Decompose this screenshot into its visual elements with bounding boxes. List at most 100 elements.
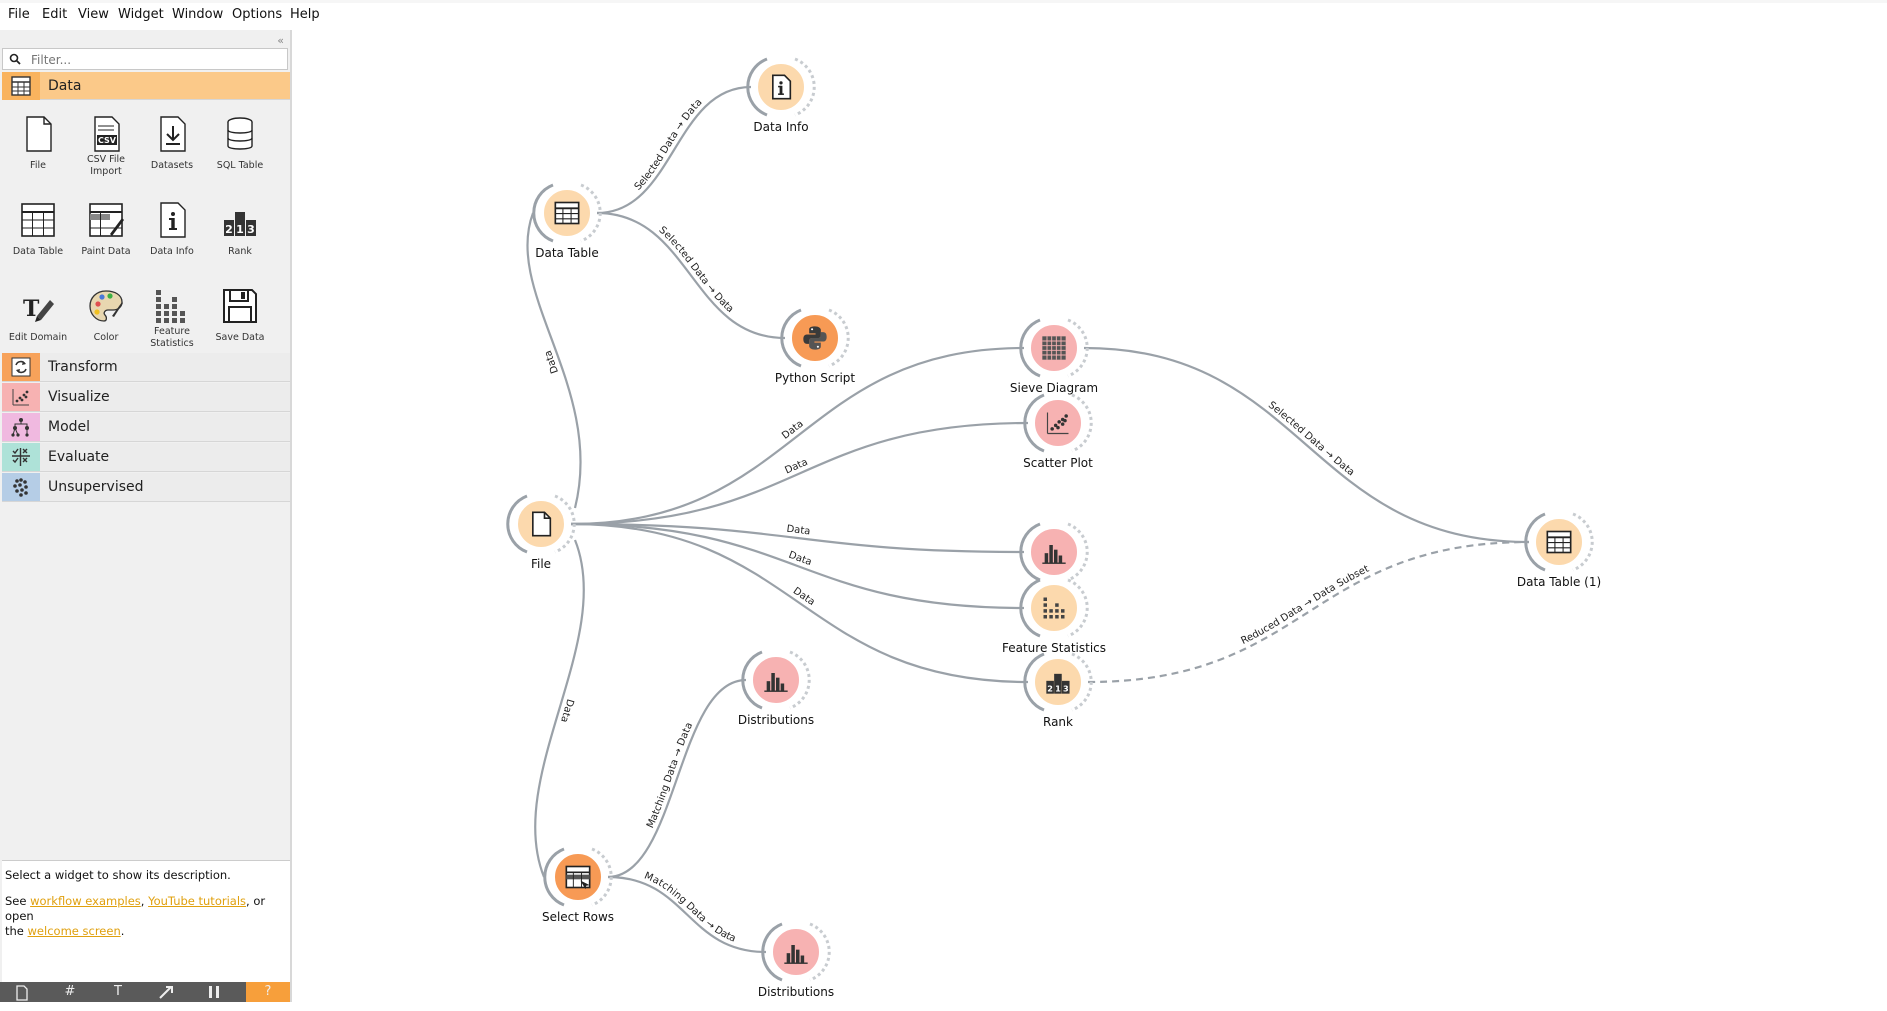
widget-color[interactable]: Color: [72, 282, 140, 366]
category-evaluate[interactable]: Evaluate: [2, 443, 290, 472]
menu-window[interactable]: Window: [172, 7, 224, 22]
category-visualize[interactable]: Visualize: [2, 383, 290, 412]
menu-view[interactable]: View: [78, 7, 109, 22]
link-file-to-feature-statistics[interactable]: [570, 522, 1025, 610]
link-file-to-data-table[interactable]: [526, 212, 582, 509]
link-data-table-to-data-info[interactable]: [596, 85, 752, 215]
output-anchor[interactable]: [789, 650, 811, 710]
category-data[interactable]: Data: [2, 72, 290, 100]
output-anchor[interactable]: [1067, 318, 1089, 378]
input-anchor[interactable]: [532, 183, 554, 243]
node-label[interactable]: Rank: [1043, 715, 1073, 729]
node-rank[interactable]: Rank: [1023, 652, 1093, 729]
node-sieve-diagram[interactable]: Sieve Diagram: [1010, 318, 1098, 395]
widget-file[interactable]: File: [4, 110, 72, 194]
widget-save-data[interactable]: Save Data: [206, 282, 274, 366]
info-tool-icon[interactable]: [2, 982, 42, 1002]
menu-file[interactable]: File: [8, 7, 30, 22]
link-select-rows-to-distributions-1[interactable]: [607, 678, 747, 879]
input-anchor[interactable]: [780, 308, 802, 368]
output-anchor[interactable]: [580, 183, 602, 243]
widget-datasets[interactable]: Datasets: [138, 110, 206, 194]
text-tool-icon[interactable]: T: [114, 984, 122, 999]
menu-options[interactable]: Options: [232, 7, 283, 22]
category-unsupervised[interactable]: Unsupervised: [2, 473, 290, 502]
link-select-rows-to-distributions-2[interactable]: [607, 875, 767, 954]
input-anchor[interactable]: [1019, 578, 1041, 638]
filter-input[interactable]: [29, 51, 283, 69]
link-file-to-rank[interactable]: [570, 522, 1029, 684]
node-label[interactable]: Data Table (1): [1517, 575, 1601, 589]
node-label[interactable]: Data Table: [535, 246, 599, 260]
input-anchor[interactable]: [506, 494, 528, 554]
pause-tool-icon[interactable]: [194, 982, 234, 1002]
arrow-tool-icon[interactable]: [146, 982, 186, 1002]
menu-edit[interactable]: Edit: [42, 7, 68, 22]
node-label[interactable]: Scatter Plot: [1023, 456, 1093, 470]
input-anchor[interactable]: [761, 922, 783, 982]
node-body[interactable]: [1029, 583, 1079, 633]
link-rank-to-data-table-1[interactable]: [1087, 540, 1530, 684]
output-anchor[interactable]: [809, 922, 831, 982]
link-file-to-distributions-top[interactable]: [570, 522, 1025, 554]
input-anchor[interactable]: [1023, 652, 1045, 712]
node-label[interactable]: Sieve Diagram: [1010, 381, 1098, 395]
node-data-table-1[interactable]: Data Table (1): [1517, 512, 1601, 589]
node-label[interactable]: Distributions: [758, 985, 834, 999]
output-anchor[interactable]: [1071, 393, 1093, 453]
node-feature-statistics[interactable]: Feature Statistics: [1002, 578, 1106, 655]
output-anchor[interactable]: [828, 308, 850, 368]
link-data-table-to-python-script[interactable]: [596, 211, 786, 340]
node-data-table[interactable]: Data Table: [532, 183, 602, 260]
output-anchor[interactable]: [554, 494, 576, 554]
help-tool-icon[interactable]: ?: [246, 982, 290, 1002]
output-anchor[interactable]: [794, 57, 816, 117]
output-anchor[interactable]: [591, 847, 613, 907]
node-label[interactable]: Python Script: [775, 371, 856, 385]
node-select-rows[interactable]: Select Rows: [542, 847, 614, 924]
input-anchor[interactable]: [1019, 522, 1041, 582]
input-anchor[interactable]: [1524, 512, 1546, 572]
link-file-to-scatter-plot[interactable]: [570, 421, 1029, 526]
menu-widget[interactable]: Widget: [118, 7, 164, 22]
widget-data-info[interactable]: Data Info: [138, 196, 206, 280]
input-anchor[interactable]: [1019, 318, 1041, 378]
widget-sql-table[interactable]: SQL Table: [206, 110, 274, 194]
node-label[interactable]: Distributions: [738, 713, 814, 727]
node-distributions-2[interactable]: Distributions: [758, 922, 834, 999]
workflow-examples-link[interactable]: workflow examples: [30, 894, 141, 908]
output-anchor[interactable]: [1067, 522, 1089, 582]
widget-feature-statistics[interactable]: Feature Statistics: [138, 282, 206, 366]
node-scatter-plot[interactable]: Scatter Plot: [1023, 393, 1093, 470]
node-data-info[interactable]: Data Info: [746, 57, 816, 134]
input-anchor[interactable]: [741, 650, 763, 710]
node-label[interactable]: File: [531, 557, 551, 571]
node-python-script[interactable]: Python Script: [775, 308, 856, 385]
input-anchor[interactable]: [543, 847, 565, 907]
youtube-tutorials-link[interactable]: YouTube tutorials: [148, 894, 247, 908]
output-anchor[interactable]: [1572, 512, 1594, 572]
widget-data-table[interactable]: Data Table: [4, 196, 72, 280]
node-file[interactable]: File: [506, 494, 576, 571]
output-anchor[interactable]: [1071, 652, 1093, 712]
input-anchor[interactable]: [1023, 393, 1045, 453]
link-file-to-sieve-diagram[interactable]: [570, 346, 1025, 526]
category-model[interactable]: Model: [2, 413, 290, 442]
node-label[interactable]: Feature Statistics: [1002, 641, 1106, 655]
link-sieve-diagram-to-data-table-1[interactable]: [1083, 346, 1530, 544]
grid-tool-icon[interactable]: #: [64, 984, 76, 999]
node-distributions-top[interactable]: [1019, 522, 1089, 582]
node-label[interactable]: Select Rows: [542, 910, 614, 924]
link-file-to-select-rows[interactable]: [534, 539, 585, 878]
node-distributions-1[interactable]: Distributions: [738, 650, 814, 727]
menu-help[interactable]: Help: [290, 7, 320, 22]
output-anchor[interactable]: [1067, 578, 1089, 638]
widget-paint-data[interactable]: Paint Data: [72, 196, 140, 280]
welcome-screen-link[interactable]: welcome screen: [27, 924, 121, 938]
collapse-toolbox-button[interactable]: «: [277, 34, 284, 47]
